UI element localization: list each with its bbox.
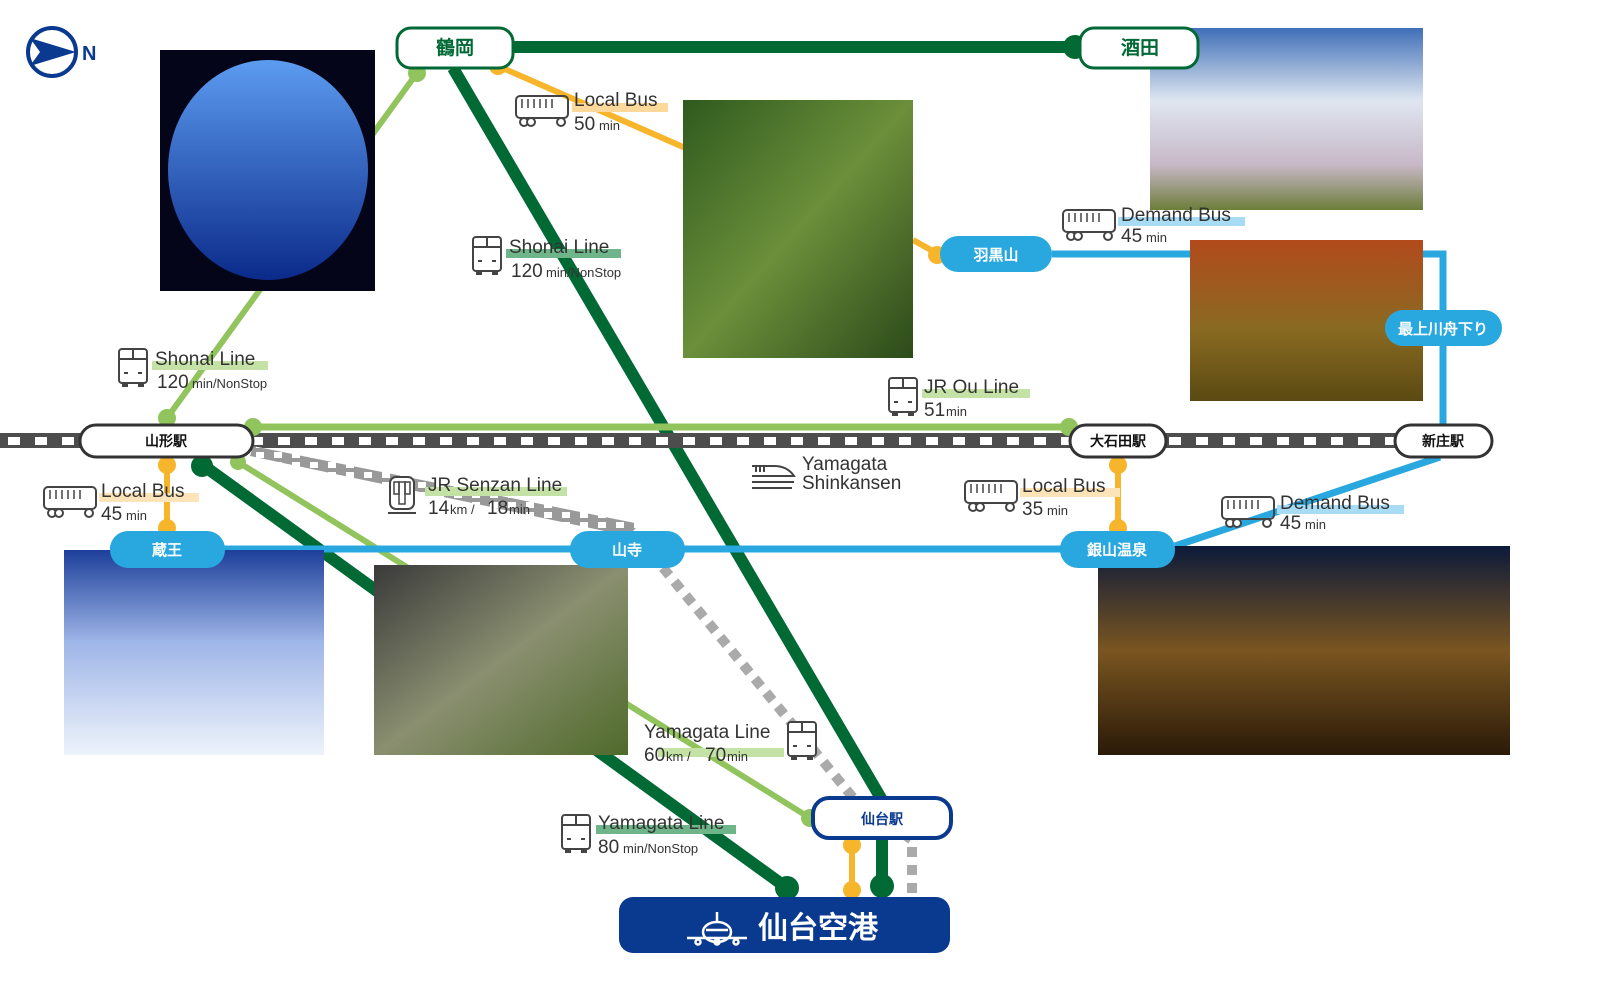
photo-yamadera: [374, 565, 628, 755]
svg-text:min/NonStop: min/NonStop: [546, 265, 621, 280]
place-tsuruoka[interactable]: 鶴岡: [395, 26, 515, 70]
svg-text:JR Ou Line: JR Ou Line: [924, 377, 1019, 398]
place-zao[interactable]: 蔵王: [110, 531, 225, 568]
svg-text:Local Bus: Local Bus: [101, 481, 184, 502]
coach-bus-icon: [118, 348, 148, 388]
svg-text:min: min: [1047, 503, 1068, 518]
coach-bus-icon: [888, 377, 918, 417]
svg-text:14: 14: [428, 498, 450, 519]
svg-text:羽黒山: 羽黒山: [973, 247, 1018, 264]
svg-text:min: min: [727, 749, 748, 764]
svg-text:山形駅: 山形駅: [145, 433, 188, 449]
bus-icon: [1062, 209, 1116, 241]
compass-label: N: [82, 43, 96, 65]
photo-zao-ropeway: [64, 550, 324, 755]
svg-text:最上川舟下り: 最上川舟下り: [1398, 320, 1488, 338]
svg-text:51: 51: [924, 400, 945, 421]
route-label-haguro-demand: Demand Bus 45 min: [1062, 205, 1245, 247]
svg-text:仙台駅: 仙台駅: [861, 811, 904, 827]
place-ginzan[interactable]: 銀山温泉: [1060, 531, 1175, 568]
route-label-yamagata-80: Yamagata Line 80 min/NonStop: [561, 813, 736, 858]
svg-text:Shinkansen: Shinkansen: [802, 473, 901, 494]
svg-text:大石田駅: 大石田駅: [1090, 433, 1147, 449]
svg-text:45: 45: [1280, 513, 1301, 534]
north-compass-icon: N: [26, 26, 96, 78]
svg-text:JR Senzan Line: JR Senzan Line: [428, 475, 562, 496]
line-demand-haguro: [1052, 250, 1447, 440]
place-sakata[interactable]: 酒田: [1078, 26, 1200, 70]
photo-ginzan-onsen: [1098, 546, 1510, 755]
svg-text:45: 45: [1121, 226, 1142, 247]
svg-text:鶴岡: 鶴岡: [436, 36, 474, 59]
route-label-shinkansen: Yamagata Shinkansen: [752, 454, 901, 494]
photo-hagurosan-procession: [683, 100, 913, 358]
svg-text:min: min: [1146, 230, 1167, 245]
bus-icon: [964, 480, 1018, 512]
coach-bus-icon: [561, 814, 591, 854]
bus-icon: [43, 486, 97, 518]
route-label-tsuruoka-bus: Local Bus 50 min: [515, 90, 668, 135]
place-hagurosan[interactable]: 羽黒山: [940, 236, 1052, 272]
svg-text:Yamagata Line: Yamagata Line: [644, 722, 770, 743]
svg-text:120: 120: [157, 372, 189, 393]
place-yamadera[interactable]: 山寺: [570, 531, 685, 568]
shinkansen-icon: [752, 465, 796, 489]
route-label-zao-bus: Local Bus 45 min: [43, 481, 199, 525]
route-label-ginzan-demand: Demand Bus 45 min: [1221, 493, 1404, 534]
svg-text:Shonai Line: Shonai Line: [155, 349, 255, 370]
svg-text:70: 70: [705, 745, 726, 766]
svg-text:18: 18: [487, 498, 508, 519]
train-icon: [387, 476, 417, 514]
svg-text:Local Bus: Local Bus: [574, 90, 657, 111]
svg-text:蔵王: 蔵王: [152, 541, 182, 559]
svg-text:45: 45: [101, 504, 122, 525]
svg-text:新庄駅: 新庄駅: [1422, 433, 1465, 449]
coach-bus-icon: [472, 236, 502, 276]
svg-text:min: min: [1305, 517, 1326, 532]
svg-text:min: min: [126, 508, 147, 523]
svg-text:35: 35: [1022, 499, 1043, 520]
svg-text:60: 60: [644, 745, 665, 766]
airplane-icon: [687, 912, 747, 946]
station-oishida[interactable]: 大石田駅: [1068, 423, 1168, 459]
route-label-ginzan-bus: Local Bus 35 min: [964, 476, 1120, 520]
svg-text:min: min: [599, 118, 620, 133]
coach-bus-icon: [787, 721, 817, 761]
place-mogami[interactable]: 最上川舟下り: [1385, 310, 1502, 346]
svg-text:仙台空港: 仙台空港: [758, 911, 879, 945]
svg-text:山寺: 山寺: [612, 541, 642, 559]
station-yamagata[interactable]: 山形駅: [78, 423, 255, 459]
svg-text:Local Bus: Local Bus: [1022, 476, 1105, 497]
svg-text:min/NonStop: min/NonStop: [623, 841, 698, 856]
station-shinjo[interactable]: 新庄駅: [1393, 423, 1494, 459]
svg-text:km /: km /: [666, 749, 691, 764]
svg-text:Yamagata: Yamagata: [802, 454, 888, 475]
svg-text:Shonai Line: Shonai Line: [509, 237, 609, 258]
svg-text:min: min: [509, 502, 530, 517]
svg-text:min: min: [946, 404, 967, 419]
svg-text:50: 50: [574, 114, 595, 135]
svg-text:120: 120: [511, 261, 543, 282]
svg-text:酒田: 酒田: [1121, 37, 1159, 59]
svg-text:km /: km /: [450, 502, 475, 517]
photo-mogami-river: [1190, 240, 1423, 401]
svg-text:銀山温泉: 銀山温泉: [1087, 541, 1148, 559]
svg-text:Demand Bus: Demand Bus: [1280, 493, 1390, 514]
svg-text:80: 80: [598, 837, 619, 858]
sendai-airport[interactable]: 仙台空港: [619, 897, 950, 953]
station-sendai[interactable]: 仙台駅: [811, 796, 953, 840]
bus-icon: [515, 95, 569, 127]
svg-text:min/NonStop: min/NonStop: [192, 376, 267, 391]
line-jr-senzan-lower: [636, 536, 917, 895]
svg-text:Yamagata Line: Yamagata Line: [598, 813, 724, 834]
svg-text:Demand Bus: Demand Bus: [1121, 205, 1231, 226]
